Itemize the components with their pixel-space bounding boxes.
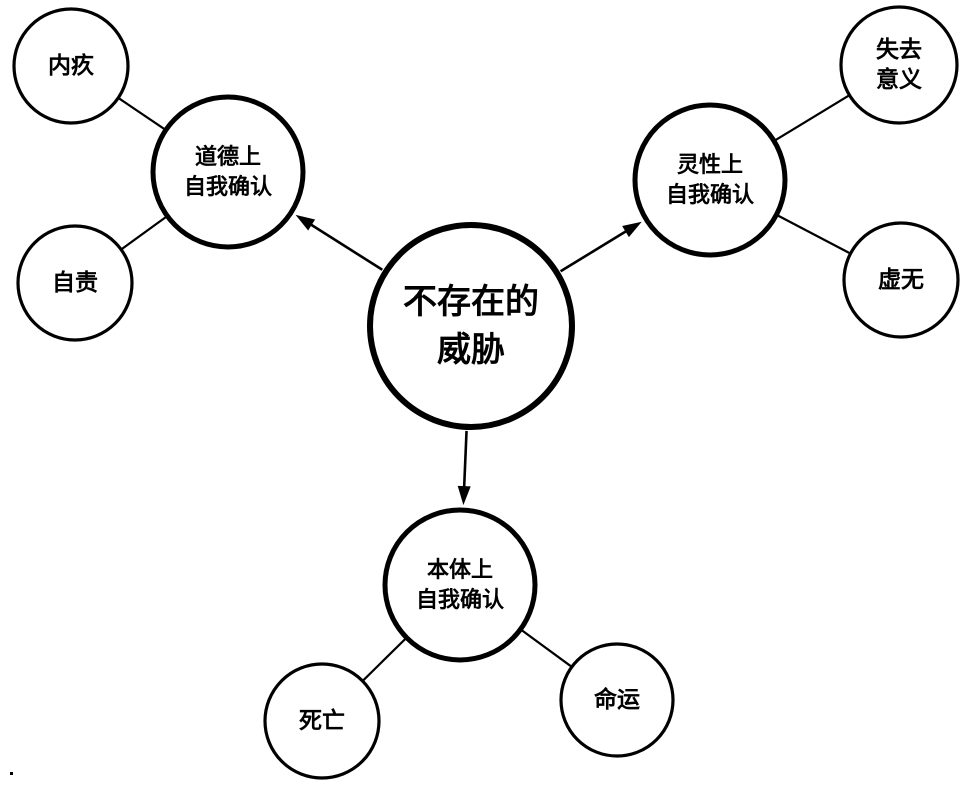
scan-artifact-dot — [10, 772, 13, 775]
link-moral-self-blame — [121, 215, 168, 250]
leaf-label: 内疚 — [48, 52, 94, 79]
leaf-circle[interactable] — [12, 7, 130, 125]
branch-circle[interactable] — [150, 94, 306, 250]
root-circle[interactable] — [367, 222, 575, 430]
connector-layer — [118, 94, 851, 682]
arrow-root-to-ontological — [457, 430, 471, 506]
node-root-threat[interactable]: 不存在的威胁 — [367, 222, 575, 430]
branch-label: 灵性上自我确认 — [666, 153, 754, 208]
arrow-shaft — [307, 221, 384, 271]
node-leaf-self-blame[interactable]: 自责 — [16, 224, 134, 342]
branch-circle[interactable] — [632, 102, 788, 258]
node-leaf-guilt[interactable]: 内疚 — [12, 7, 130, 125]
link-spiritual-nothingness — [776, 214, 851, 255]
leaf-circle[interactable] — [263, 662, 381, 780]
node-leaf-fate[interactable]: 命运 — [559, 642, 675, 758]
node-branch-spiritual[interactable]: 灵性上自我确认 — [632, 102, 788, 258]
leaf-circle[interactable] — [559, 642, 675, 758]
node-leaf-death[interactable]: 死亡 — [263, 662, 381, 780]
branch-circle[interactable] — [382, 507, 538, 663]
branch-node-layer: 道德上自我确认 灵性上自我确认 本体上自我确认 — [150, 94, 788, 663]
node-branch-moral[interactable]: 道德上自我确认 — [150, 94, 306, 250]
node-branch-ontological[interactable]: 本体上自我确认 — [382, 507, 538, 663]
arrow-shaft — [559, 228, 630, 273]
leaf-label: 自责 — [52, 269, 98, 296]
arrow-layer — [295, 214, 642, 506]
branch-label: 本体上自我确认 — [416, 558, 504, 613]
arrow-head-icon — [457, 485, 471, 506]
arrow-root-to-moral — [295, 214, 384, 271]
link-moral-guilt — [118, 97, 166, 131]
link-spiritual-loss-of-meaning — [774, 94, 850, 142]
leaf-circle[interactable] — [842, 221, 960, 339]
leaf-circle[interactable] — [839, 5, 959, 125]
arrow-shaft — [462, 430, 468, 491]
arrow-head-icon — [622, 221, 642, 238]
arrow-head-icon — [295, 214, 316, 231]
link-ontological-death — [362, 637, 407, 682]
node-leaf-loss-of-meaning[interactable]: 失去意义 — [839, 5, 959, 125]
leaf-node-layer: 内疚 自责 失去意义 虚无 死亡 命运 — [12, 5, 960, 780]
leaf-circle[interactable] — [16, 224, 134, 342]
arrow-root-to-spiritual — [559, 221, 642, 273]
leaf-label: 命运 — [594, 686, 640, 713]
leaf-label: 虚无 — [878, 267, 924, 293]
link-ontological-fate — [520, 629, 572, 668]
leaf-label: 死亡 — [299, 707, 345, 734]
root-label: 不存在的威胁 — [403, 282, 539, 370]
branch-label: 道德上自我确认 — [184, 144, 272, 200]
node-leaf-nothingness[interactable]: 虚无 — [842, 221, 960, 339]
leaf-label: 失去意义 — [876, 37, 922, 93]
